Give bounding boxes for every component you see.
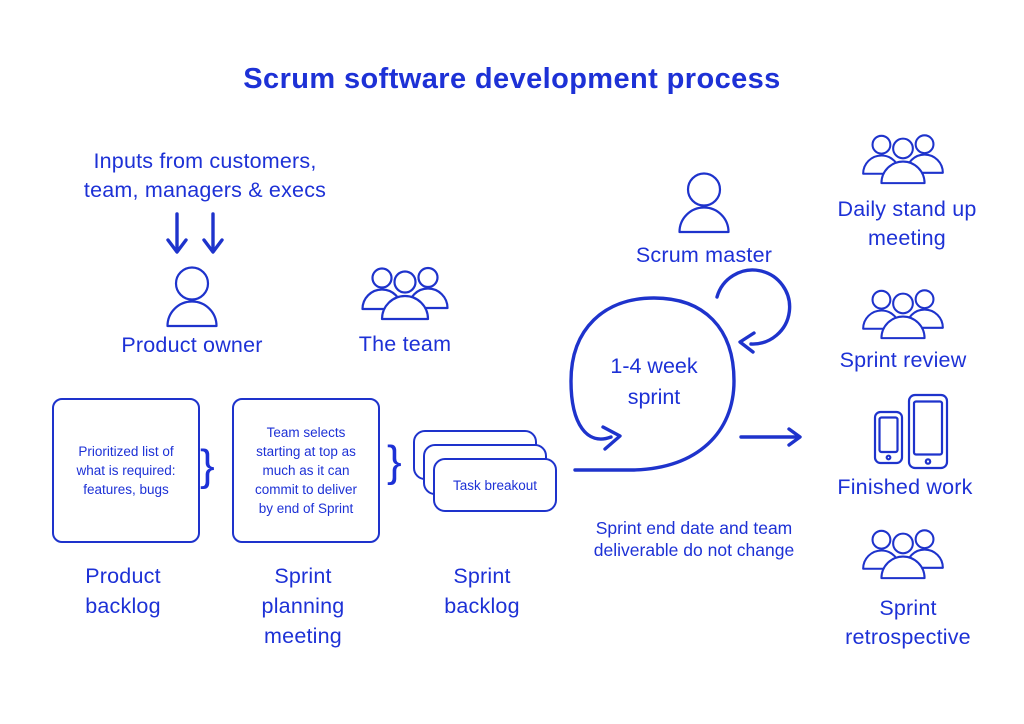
brace-glyph: } — [200, 441, 215, 490]
people-group-icon — [862, 289, 944, 340]
card-stack: Task breakout — [413, 430, 557, 512]
person-icon — [678, 172, 730, 234]
sprint-planning-box-text: Team selects starting at top as much as … — [254, 424, 358, 517]
person-icon — [166, 266, 218, 328]
loop-arrow-icon — [715, 268, 792, 346]
sprint-cycle-arrow-icon — [569, 268, 802, 472]
product-backlog-box: Prioritized list of what is required: fe… — [52, 398, 200, 543]
team-label: The team — [358, 332, 452, 356]
loop-arrowhead-icon — [738, 331, 756, 354]
daily-standup-label: Daily stand up meeting — [837, 197, 977, 250]
people-group-icon — [862, 134, 944, 185]
page-title: Scrum software development process — [243, 63, 781, 95]
sprint-backlog-label: Sprint backlog — [444, 564, 520, 618]
devices-icon — [873, 393, 949, 470]
finished-work-label: Finished work — [837, 475, 973, 499]
people-group-icon — [361, 266, 449, 321]
inputs-label: Inputs from customers, team, managers & … — [44, 147, 366, 205]
sprint-retrospective-label: Sprint retrospective — [845, 596, 971, 649]
down-arrows-icon — [166, 212, 224, 254]
right-arrowhead-icon — [787, 427, 802, 447]
people-group-icon — [862, 529, 944, 580]
scrum-master-label: Scrum master — [635, 243, 773, 267]
product-owner-label: Product owner — [121, 333, 263, 357]
product-backlog-box-text: Prioritized list of what is required: fe… — [76, 443, 176, 498]
inputs-label-line2: team, managers & execs — [83, 178, 327, 202]
sprint-note: Sprint end date and team deliverable do … — [593, 518, 795, 560]
task-breakout-label: Task breakout — [452, 477, 538, 493]
sprint-planning-label: Sprint planning meeting — [261, 564, 345, 648]
card-front: Task breakout — [433, 458, 557, 512]
sprint-duration-label: 1-4 week sprint — [610, 354, 698, 409]
product-backlog-label: Product backlog — [85, 564, 161, 618]
sprint-review-label: Sprint review — [839, 348, 967, 372]
brace-glyph: } — [387, 437, 402, 486]
inputs-label-line1: Inputs from customers, — [93, 149, 317, 173]
sprint-planning-box: Team selects starting at top as much as … — [232, 398, 380, 543]
